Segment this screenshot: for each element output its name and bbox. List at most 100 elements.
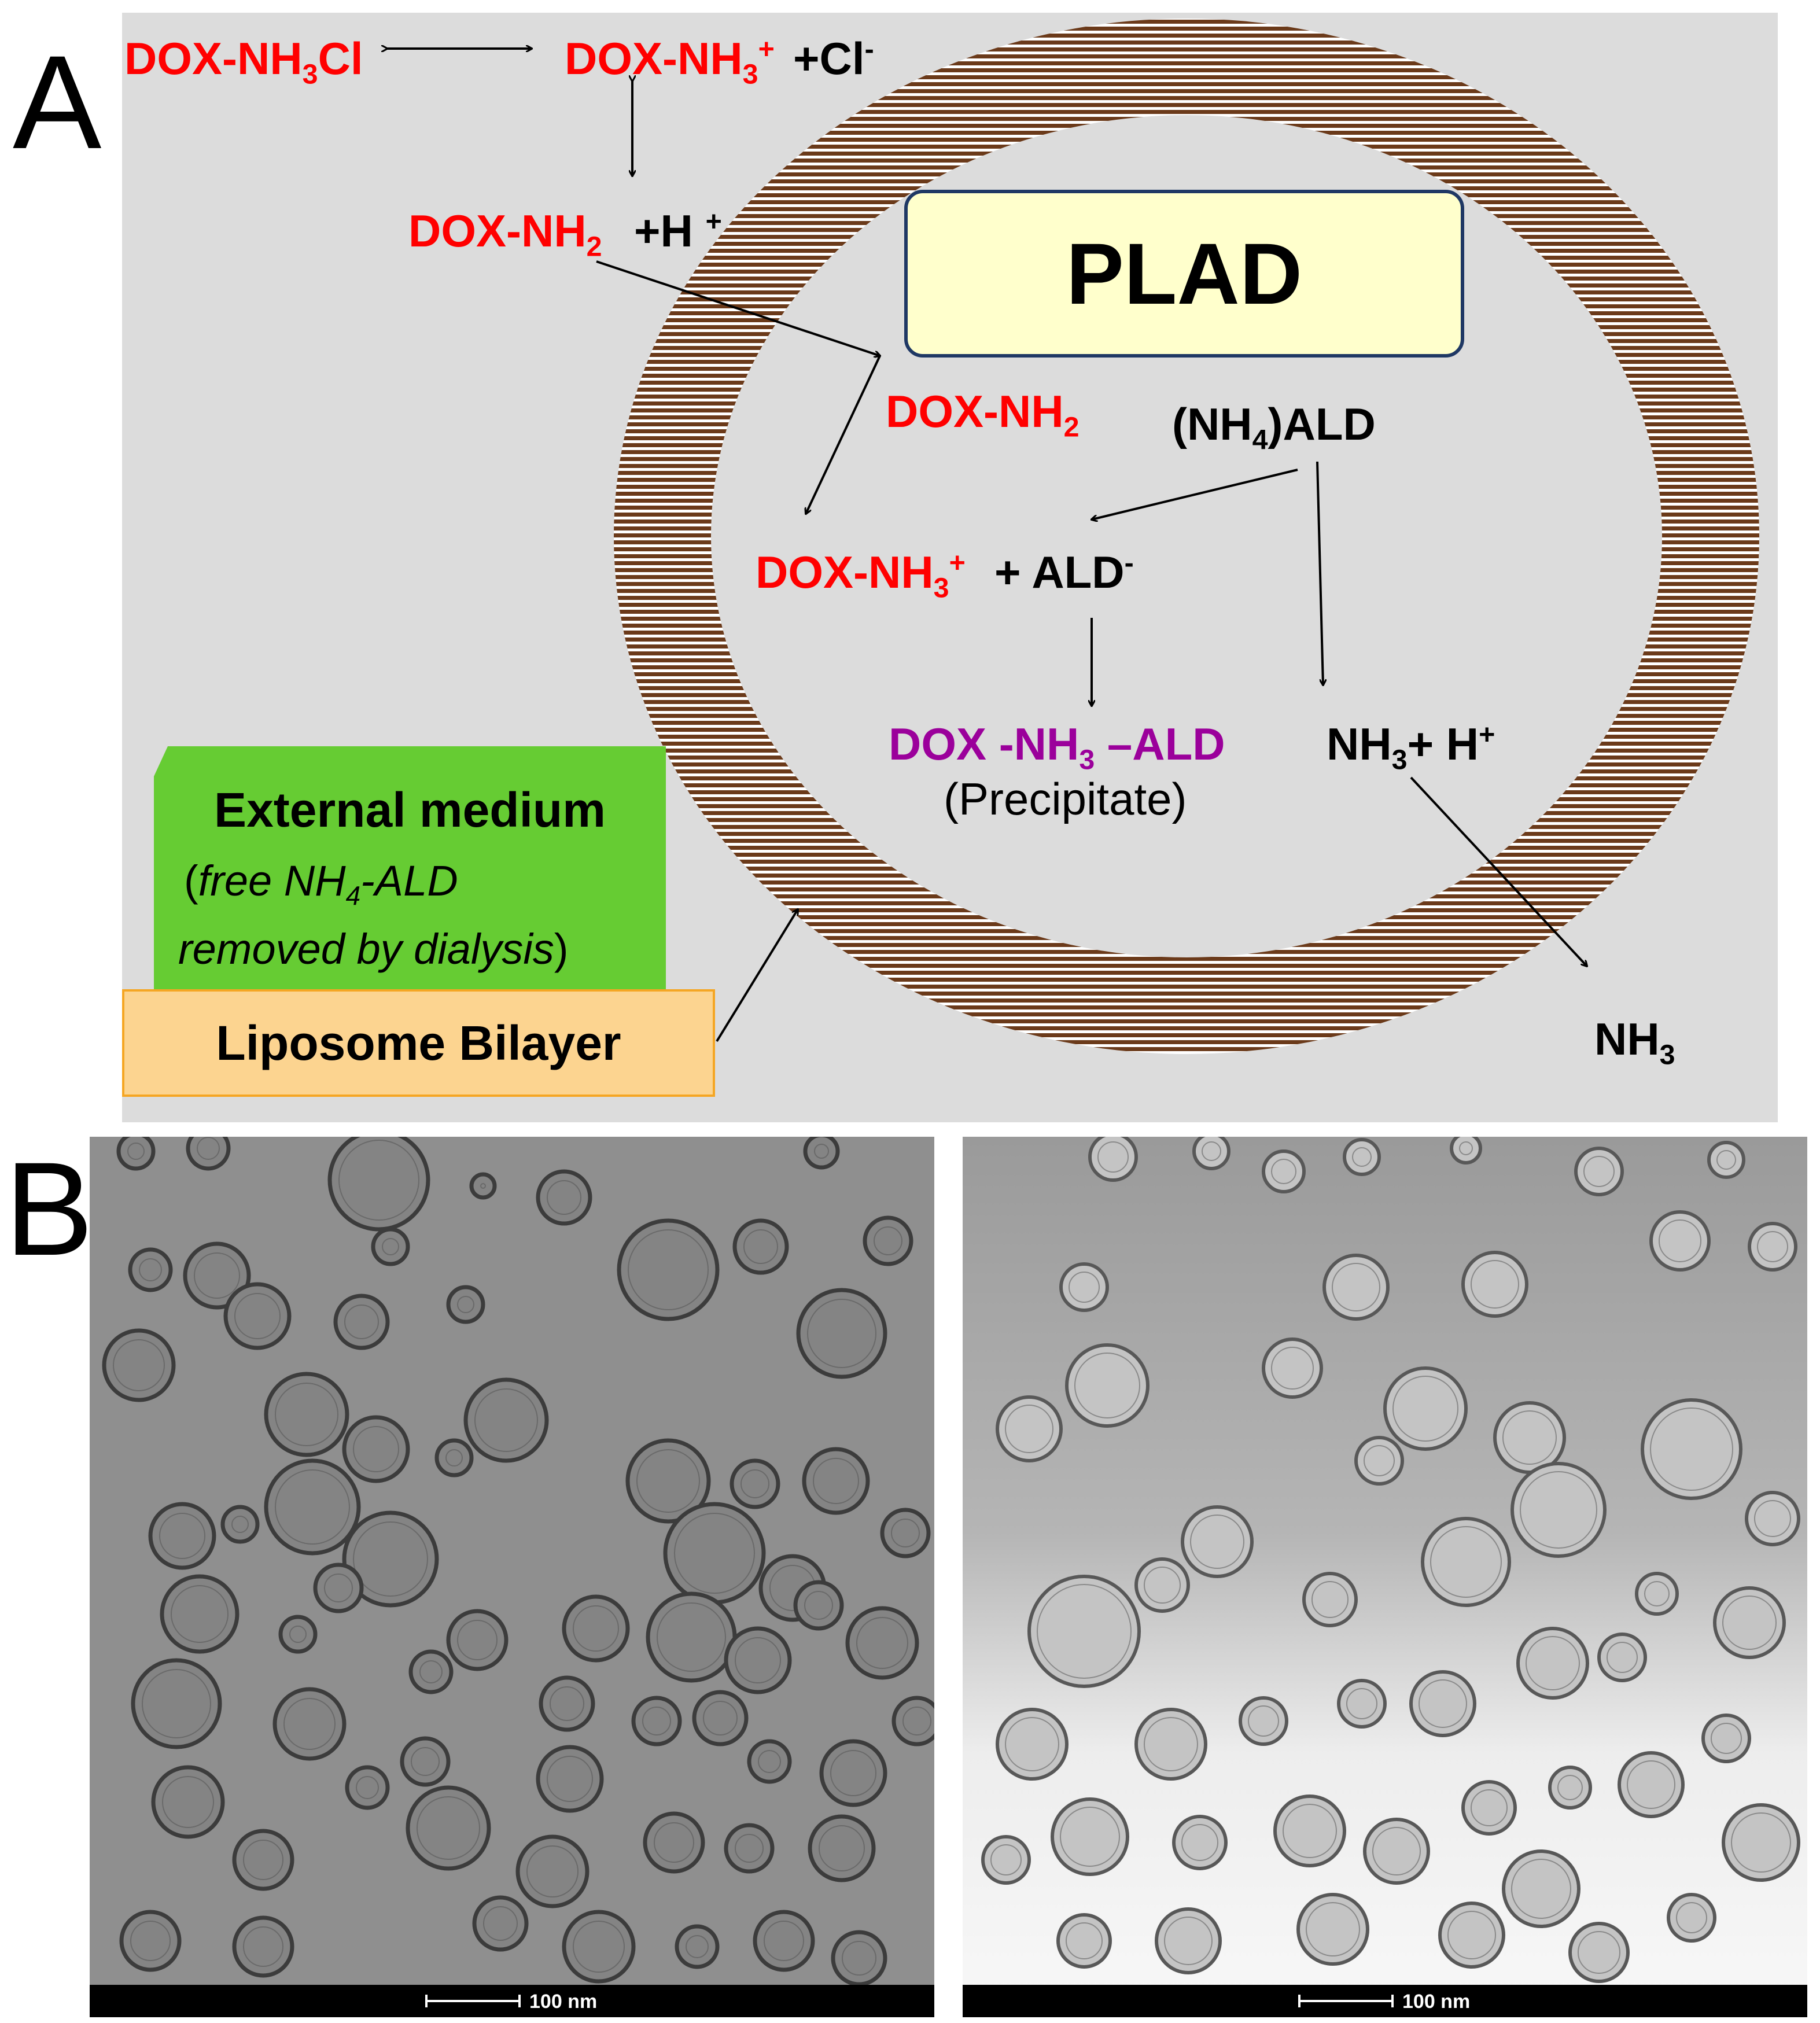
vesicle — [151, 1765, 225, 1839]
cryo-tem-left-vesicles — [102, 1137, 934, 1985]
vesicle — [1574, 1147, 1624, 1196]
vesicle — [1493, 1401, 1566, 1474]
vesicle — [1526, 1636, 1580, 1690]
vesicle — [628, 1229, 709, 1310]
vesicle — [1155, 1907, 1222, 1974]
vesicle — [338, 1140, 419, 1221]
mechanism-diagram: PLAD DOX-NH3Cl DOX-NH3+ +Cl- DOX-NH2 +H … — [122, 13, 1778, 1122]
vesicle — [472, 1895, 529, 1952]
vesicle — [743, 1229, 778, 1264]
vesicle — [220, 1505, 260, 1544]
vesicle — [1520, 1471, 1597, 1549]
vesicle — [1438, 1902, 1505, 1969]
vesicle — [675, 1924, 720, 1969]
vesicle — [1322, 1254, 1390, 1321]
vesicle — [547, 1756, 593, 1802]
vesicle — [981, 1835, 1031, 1885]
vesicle — [142, 1669, 211, 1738]
vesicle — [1005, 1717, 1059, 1771]
vesicle — [796, 1288, 887, 1379]
vesicle — [1516, 1627, 1589, 1700]
vesicle — [194, 1252, 240, 1299]
vesicle — [1060, 1807, 1120, 1867]
vesicle — [1311, 1581, 1349, 1618]
vesicle — [1676, 1902, 1707, 1933]
vesicle — [1471, 1260, 1519, 1309]
vesicle — [1144, 1717, 1198, 1771]
label-h-external: +H + — [634, 205, 722, 256]
vesicle — [1181, 1505, 1254, 1578]
cryo-tem-right-vesicles — [981, 1137, 1800, 1983]
vesicle — [1578, 1931, 1620, 1974]
vesicle — [735, 1637, 781, 1683]
vesicle — [831, 1930, 887, 1985]
vesicle — [119, 1910, 182, 1972]
label-ald: + ALD- — [994, 547, 1134, 598]
vesicle — [990, 1844, 1022, 1875]
vesicle — [342, 1510, 439, 1608]
vesicle — [434, 1438, 474, 1477]
vesicle — [1059, 1262, 1109, 1312]
vesicle — [1164, 1917, 1213, 1965]
vesicle — [814, 1144, 829, 1159]
vesicle — [902, 1707, 931, 1735]
vesicle — [1097, 1141, 1129, 1173]
vesicle — [1635, 1572, 1679, 1616]
vesicle — [562, 1910, 636, 1984]
vesicle — [400, 1736, 451, 1787]
vesicle — [116, 1137, 156, 1171]
vesicle — [803, 1137, 840, 1170]
vesicle — [234, 1293, 281, 1339]
vesicle — [1271, 1159, 1296, 1184]
arrow-dox-nh2-into-liposome — [596, 260, 880, 356]
label-dox-nh3-external: DOX-NH3+ — [565, 33, 775, 90]
vesicle — [996, 1708, 1069, 1781]
vesicle — [159, 1513, 205, 1559]
vesicle — [1511, 1859, 1571, 1919]
vesicle — [642, 1707, 671, 1735]
vesicle — [275, 1469, 350, 1545]
vesicle — [891, 1696, 934, 1746]
vesicle — [1597, 1633, 1647, 1682]
cryo-tem-image-right: 100 nm — [963, 1137, 1807, 2017]
vesicle — [747, 1739, 792, 1784]
vesicle — [283, 1698, 336, 1750]
vesicle — [819, 1825, 865, 1871]
vesicle — [1731, 1812, 1791, 1873]
label-dox-nh3-internal: DOX-NH3+ — [756, 547, 966, 604]
vesicle — [1757, 1231, 1788, 1262]
vesicle — [526, 1845, 579, 1897]
vesicle — [417, 1796, 480, 1860]
label-dox-nh3cl: DOX-NH3Cl — [124, 33, 363, 90]
vesicle — [160, 1574, 240, 1654]
vesicle — [1088, 1137, 1138, 1182]
vesicle — [1074, 1353, 1140, 1418]
vesicle — [171, 1585, 229, 1643]
vesicle — [1392, 1376, 1458, 1442]
vesicle — [1066, 1922, 1103, 1959]
vesicle — [1262, 1149, 1306, 1193]
vesicle — [197, 1137, 220, 1160]
vesicle — [382, 1238, 399, 1255]
vesicle — [162, 1776, 214, 1828]
vesicle — [674, 1513, 755, 1594]
vesicle — [1430, 1526, 1502, 1598]
vesicle — [313, 1563, 364, 1613]
vesicle — [102, 1328, 176, 1402]
vesicle — [654, 1822, 694, 1863]
vesicle — [243, 1926, 283, 1967]
vesicle — [457, 1296, 474, 1313]
arrow-bilayer-pointer — [716, 909, 798, 1042]
vesicle — [345, 1765, 390, 1810]
arrow-nh4ald-to-nh3 — [1316, 461, 1323, 685]
vesicle — [1037, 1584, 1132, 1679]
vesicle — [863, 1215, 913, 1266]
vesicle — [411, 1747, 440, 1776]
vesicle — [1583, 1156, 1615, 1187]
vesicle — [730, 1458, 780, 1509]
vesicle — [1641, 1398, 1742, 1500]
vesicle — [539, 1675, 595, 1732]
cryo-tem-image-left: 100 nm — [90, 1137, 934, 2017]
label-precipitate-note: (Precipitate) — [944, 773, 1187, 824]
vesicle — [703, 1701, 738, 1735]
